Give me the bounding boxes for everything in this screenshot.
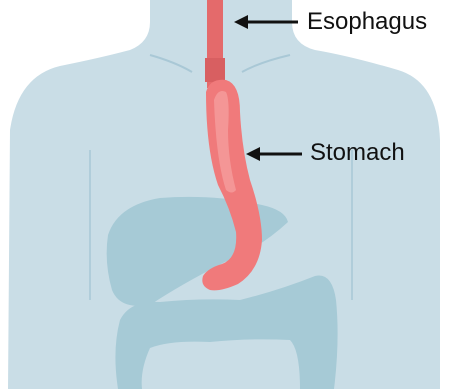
stomach-label: Stomach (310, 141, 405, 165)
esophagus-label: Esophagus (307, 10, 427, 34)
esophagus-sphincter (205, 58, 225, 82)
